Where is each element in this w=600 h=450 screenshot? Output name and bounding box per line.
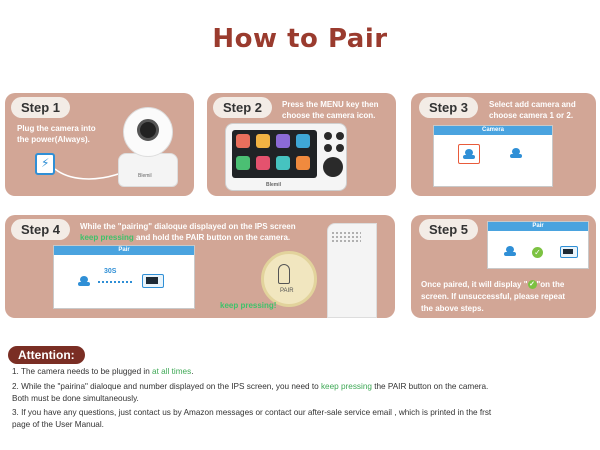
app-icon-5 — [236, 156, 250, 170]
step-3-text-line1: Select add camera and — [489, 100, 576, 109]
step-1-text-line2: the power(Always). — [17, 135, 90, 144]
pair-window-title: Pair — [54, 246, 194, 255]
pair-button-label: PAIR — [280, 288, 294, 294]
step-5-text-line1-a: Once paired, it will display " — [421, 280, 528, 289]
step-4-keep-pressing-inline: keep pressing — [80, 233, 134, 242]
attention-line-1-highlight: at all times — [152, 367, 192, 376]
pair-camera-icon — [78, 276, 90, 286]
step-2-label: Step 2 — [213, 97, 273, 118]
step-3-label: Step 3 — [419, 97, 479, 118]
step-3-text-line2: choose camera 1 or 2. — [489, 111, 574, 120]
attention-line-1-b: . — [191, 367, 194, 376]
camera-2-icon[interactable] — [510, 148, 522, 158]
monitor-key-1 — [324, 132, 332, 140]
attention-line-3-cont: page of the User Manual. — [12, 420, 104, 429]
pair-window: Pair 30S — [53, 245, 195, 309]
camera-base — [118, 153, 178, 187]
step-4-panel: Step 4 While the "pairing" dialoque disp… — [5, 215, 395, 318]
monitor-key-2 — [336, 132, 344, 140]
attention-line-1: 1. The camera needs to be plugged in at … — [12, 366, 596, 377]
step-5-label: Step 5 — [419, 219, 479, 240]
camera-brand: Blemil — [138, 173, 152, 179]
app-icon-2 — [256, 134, 270, 148]
app-icon-8 — [296, 156, 310, 170]
page-title: How to Pair — [212, 24, 388, 54]
attention-line-2-highlight: keep pressing — [320, 382, 372, 391]
pair-progress-dots — [98, 281, 132, 283]
camera-1-icon — [463, 149, 475, 159]
attention-line-2-a: 2. While the "pairina" dialoque and numb… — [12, 382, 321, 391]
camera-window-title: Camera — [434, 126, 552, 135]
step-1-panel: Step 1 Plug the camera into the power(Al… — [5, 93, 194, 196]
step-2-panel: Step 2 Press the MENU key then choose th… — [207, 93, 396, 196]
attention-label: Attention: — [8, 346, 85, 364]
monitor-key-3 — [324, 144, 332, 152]
attention-line-3: 3. If you have any questions, just conta… — [12, 408, 492, 417]
power-adapter-icon: ⚡ — [35, 153, 55, 175]
step-2-text-line1: Press the MENU key then — [282, 100, 379, 109]
step-4-label: Step 4 — [11, 219, 71, 240]
pair-button-magnifier: PAIR — [261, 251, 317, 307]
monitor-screen — [232, 130, 317, 178]
monitor-brand: Blemil — [266, 182, 282, 188]
inline-check-icon: ✓ — [527, 280, 537, 290]
monitor-key-4 — [336, 144, 344, 152]
step-3-panel: Step 3 Select add camera and choose came… — [411, 93, 596, 196]
monitor-dpad-icon — [323, 157, 343, 177]
step-5-text-line1: Once paired, it will display "✓"on the — [421, 279, 564, 290]
app-icon-6 — [256, 156, 270, 170]
step-4-text-line2: keep pressing and hold the PAIR button o… — [80, 232, 290, 243]
attention-line-2: 2. While the "pairina" dialoque and numb… — [12, 381, 596, 392]
step-5-text-line2: screen. If unsuccessful, please repeat — [421, 292, 566, 301]
camera-closeup: PAIR — [257, 223, 377, 318]
step-5-panel: Step 5 Pair ✓ Once paired, it will displ… — [411, 215, 596, 318]
app-icon-3 — [276, 134, 290, 148]
pair-success-monitor-icon — [560, 246, 578, 258]
camera-lens-icon — [137, 119, 159, 141]
baby-monitor-device: Blemil — [225, 123, 347, 191]
step-4-text-line1: While the "pairing" dialoque displayed o… — [80, 222, 296, 231]
step-5-text-line3: the above steps. — [421, 304, 484, 313]
app-icon-4 — [296, 134, 310, 148]
pair-countdown: 30S — [104, 268, 117, 275]
step-1-label: Step 1 — [11, 97, 71, 118]
step-4-text-line2-rest: and hold the PAIR button on the camera. — [133, 233, 291, 242]
pair-monitor-icon — [142, 274, 164, 288]
step-2-text-line2: choose the camera icon. — [282, 111, 376, 120]
camera-window: Camera — [433, 125, 553, 187]
step-1-text-line1: Plug the camera into — [17, 124, 96, 133]
step-5-text-line1-b: "on the — [536, 280, 565, 289]
keep-pressing-callout: keep pressing! — [220, 301, 277, 310]
check-icon: ✓ — [532, 247, 543, 258]
attention-line-2-cont: Both must be done simultaneously. — [12, 394, 139, 403]
app-icon-1 — [236, 134, 250, 148]
attention-line-1-a: 1. The camera needs to be plugged in — [12, 367, 153, 376]
pair-success-camera-icon — [504, 246, 516, 256]
pair-success-window: Pair ✓ — [487, 221, 589, 269]
attention-line-2-b: the PAIR button on the camera. — [371, 382, 489, 391]
camera-1-option[interactable] — [458, 144, 480, 164]
pair-success-window-title: Pair — [488, 222, 588, 231]
app-icon-7 — [276, 156, 290, 170]
